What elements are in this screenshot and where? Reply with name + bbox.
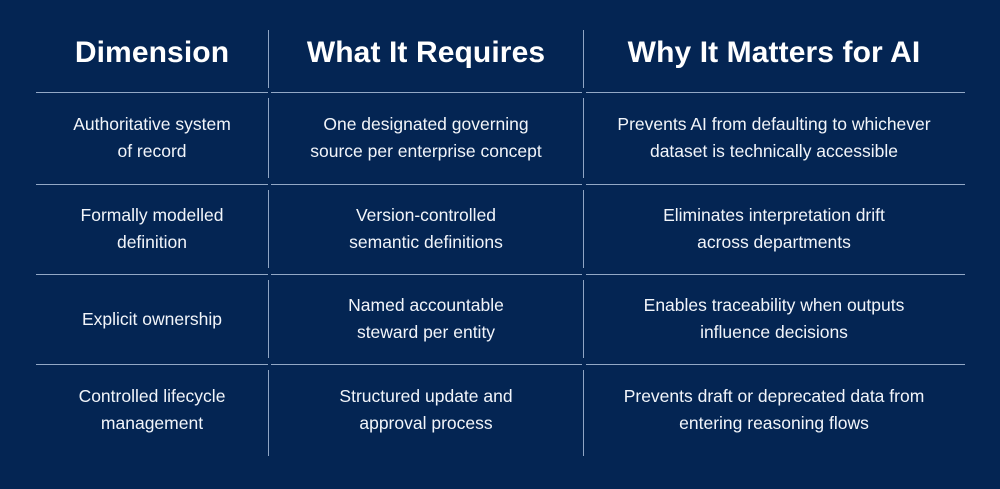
comparison-table: Dimension What It Requires Why It Matter… bbox=[36, 18, 964, 456]
row-rule-1-col1 bbox=[36, 184, 268, 185]
cell-text-line: Named accountable bbox=[348, 295, 504, 316]
table-row: Controlled lifecycle management bbox=[36, 364, 268, 456]
cell-text-line: source per enterprise concept bbox=[310, 141, 542, 161]
column-header-dimension: Dimension bbox=[74, 35, 230, 69]
cell-text-line: Prevents draft or deprecated data from bbox=[623, 386, 925, 407]
cell-text-line: across departments bbox=[697, 232, 851, 252]
cell-text-line: influence decisions bbox=[700, 322, 848, 342]
col-divider-2-row3 bbox=[583, 280, 584, 358]
column-header-why-it-matters-for-ai: Why It Matters for AI bbox=[627, 35, 921, 69]
header-rule-col2 bbox=[271, 92, 582, 93]
col-divider-1-header bbox=[268, 30, 269, 88]
table-row: Prevents draft or deprecated data from e… bbox=[584, 364, 964, 456]
table-row: Explicit ownership bbox=[36, 274, 268, 364]
row-rule-2-col2 bbox=[271, 274, 582, 275]
table-row: Enables traceability when outputs influe… bbox=[584, 274, 964, 364]
row-rule-1-col2 bbox=[271, 184, 582, 185]
cell-text-line: Explicit ownership bbox=[81, 308, 223, 329]
cell-text-line: Enables traceability when outputs bbox=[643, 295, 905, 316]
table-row: Eliminates interpretation drift across d… bbox=[584, 184, 964, 274]
header-rule-col3 bbox=[586, 92, 965, 93]
cell-text-line: dataset is technically accessible bbox=[649, 141, 899, 161]
col-divider-1-row2 bbox=[268, 190, 269, 268]
cell-text-line: Controlled lifecycle bbox=[78, 386, 226, 407]
table-row: Version-controlled semantic definitions bbox=[269, 184, 583, 274]
cell-text-line: definition bbox=[116, 232, 188, 252]
col-divider-2-header bbox=[583, 30, 584, 88]
table-row: Structured update and approval process bbox=[269, 364, 583, 456]
table-row: Authoritative system of record bbox=[36, 92, 268, 184]
col-divider-1-row4 bbox=[268, 370, 269, 456]
cell-text-line: Version-controlled bbox=[355, 205, 497, 226]
row-rule-3-col2 bbox=[271, 364, 582, 365]
cell-text-line: management bbox=[100, 413, 204, 433]
cell-text-line: Formally modelled bbox=[80, 205, 224, 226]
cell-text-line: entering reasoning flows bbox=[679, 413, 869, 433]
table-row: Named accountable steward per entity bbox=[269, 274, 583, 364]
cell-text-line: Structured update and bbox=[339, 386, 513, 407]
cell-text-line: Eliminates interpretation drift bbox=[663, 205, 885, 226]
row-rule-2-col3 bbox=[586, 274, 965, 275]
cell-text-line: Prevents AI from defaulting to whichever bbox=[617, 114, 931, 135]
row-rule-3-col3 bbox=[586, 364, 965, 365]
col-divider-2-row4 bbox=[583, 370, 584, 456]
row-rule-1-col3 bbox=[586, 184, 965, 185]
row-rule-2-col1 bbox=[36, 274, 268, 275]
cell-text-line: steward per entity bbox=[356, 322, 496, 342]
cell-text-line: semantic definitions bbox=[349, 232, 503, 252]
table-row: Formally modelled definition bbox=[36, 184, 268, 274]
col-divider-1-row3 bbox=[268, 280, 269, 358]
cell-text-line: approval process bbox=[359, 413, 493, 433]
col-divider-2-row1 bbox=[583, 98, 584, 178]
row-rule-3-col1 bbox=[36, 364, 268, 365]
cell-text-line: Authoritative system bbox=[73, 114, 231, 135]
cell-text-line: of record bbox=[117, 141, 187, 161]
table-row: Prevents AI from defaulting to whichever… bbox=[584, 92, 964, 184]
col-divider-1-row1 bbox=[268, 98, 269, 178]
table-row: One designated governing source per ente… bbox=[269, 92, 583, 184]
col-divider-2-row2 bbox=[583, 190, 584, 268]
cell-text-line: One designated governing bbox=[323, 114, 529, 135]
column-header-what-it-requires: What It Requires bbox=[306, 35, 546, 69]
header-rule-col1 bbox=[36, 92, 268, 93]
